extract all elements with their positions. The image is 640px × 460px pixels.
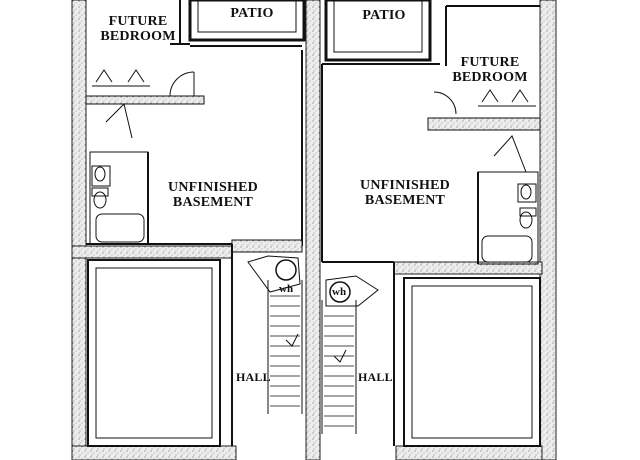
- left-garage: [87, 259, 221, 447]
- left-unit-walls: [85, 0, 306, 446]
- water-heater-label-left: wh: [279, 283, 294, 295]
- water-heater-label-right: wh: [332, 286, 347, 298]
- label-future-bedroom-left: FUTURE BEDROOM: [100, 14, 176, 44]
- label-hall-left: HALL: [236, 370, 271, 384]
- label-future-bedroom-right: FUTURE BEDROOM: [452, 55, 528, 85]
- right-unit-walls: [321, 0, 541, 446]
- label-patio-left: PATIO: [230, 6, 274, 21]
- right-garage: [403, 277, 541, 447]
- label-hall-right: HALL: [358, 370, 393, 384]
- label-patio-right: PATIO: [362, 8, 406, 23]
- left-stair: [270, 295, 300, 407]
- label-unfinished-basement-right: UNFINISHED BASEMENT: [360, 178, 450, 208]
- label-unfinished-basement-left: UNFINISHED BASEMENT: [168, 180, 258, 210]
- right-stair: [324, 315, 354, 427]
- outer-walls: [71, 0, 557, 460]
